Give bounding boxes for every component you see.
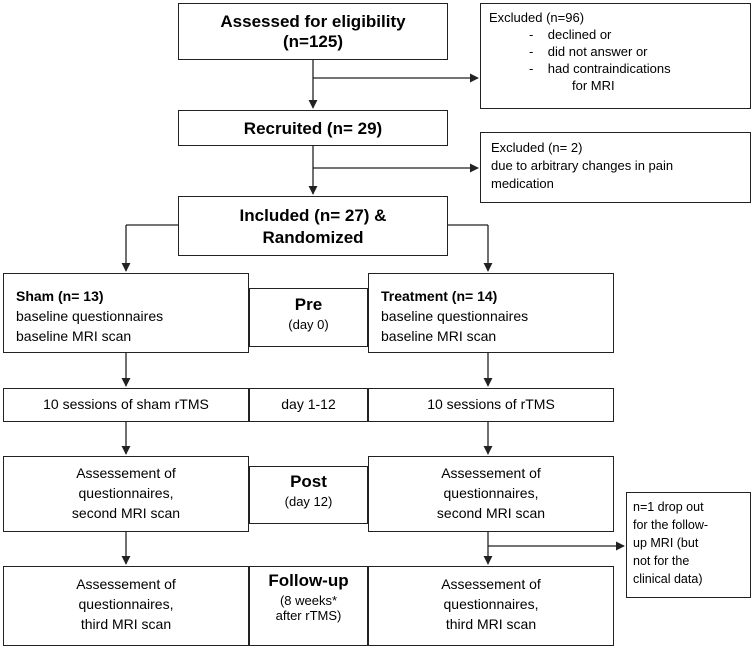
pre-sub: (day 0) xyxy=(288,317,329,332)
sham-post-line: second MRI scan xyxy=(71,505,181,521)
treatment-follow-line: third MRI scan xyxy=(445,616,537,632)
excluded2-box: Excluded (n= 2) due to arbitrary changes… xyxy=(480,132,751,203)
dropout-line: not for the xyxy=(633,554,690,568)
sham-sessions-label: 10 sessions of sham rTMS xyxy=(43,396,209,412)
post-title: Post xyxy=(290,472,327,491)
dropout-line: n=1 drop out xyxy=(633,500,704,514)
treatment-heading: Treatment (n= 14) xyxy=(381,288,498,304)
treatment-box: Treatment (n= 14) baseline questionnaire… xyxy=(368,273,614,353)
assessed-count: (n=125) xyxy=(283,32,343,51)
included-box: Included (n= 27) & Randomized xyxy=(178,196,448,256)
sham-follow-line: third MRI scan xyxy=(80,616,172,632)
treatment-post-box: Assessement of questionnaires, second MR… xyxy=(368,456,614,532)
sham-detail: baseline questionnaires xyxy=(16,308,164,324)
followup-title: Follow-up xyxy=(268,571,349,590)
excluded1-item: - had contraindications xyxy=(529,61,671,76)
excluded1-item: for MRI xyxy=(572,78,615,93)
treatment-follow-box: Assessement of questionnaires, third MRI… xyxy=(368,566,614,646)
sham-follow-line: questionnaires, xyxy=(78,596,174,612)
excluded1-title: Excluded (n=96) xyxy=(489,10,585,25)
treatment-detail: baseline MRI scan xyxy=(381,328,497,344)
treatment-post-line: questionnaires, xyxy=(443,485,539,501)
recruited-box: Recruited (n= 29) xyxy=(178,110,448,146)
post-sub: (day 12) xyxy=(284,494,333,509)
included-title: Included (n= 27) & xyxy=(239,206,387,225)
excluded2-reason: medication xyxy=(491,176,554,191)
sham-detail: baseline MRI scan xyxy=(16,328,132,344)
sham-box: Sham (n= 13) baseline questionnaires bas… xyxy=(3,273,249,353)
excluded1-item: - did not answer or xyxy=(529,44,648,59)
days-box: day 1-12 xyxy=(249,388,368,422)
treatment-follow-line: questionnaires, xyxy=(443,596,539,612)
post-box: Post (day 12) xyxy=(249,466,368,524)
recruited-title: Recruited (n= 29) xyxy=(243,119,383,138)
sham-post-line: Assessement of xyxy=(76,465,176,481)
pre-box: Pre (day 0) xyxy=(249,288,368,347)
pre-title: Pre xyxy=(294,295,323,314)
sham-post-line: questionnaires, xyxy=(78,485,174,501)
dropout-box: n=1 drop out for the follow- up MRI (but… xyxy=(626,492,751,598)
randomized-label: Randomized xyxy=(262,228,364,247)
treatment-sessions-label: 10 sessions of rTMS xyxy=(427,396,555,412)
sham-follow-box: Assessement of questionnaires, third MRI… xyxy=(3,566,249,646)
followup-box: Follow-up (8 weeks* after rTMS) xyxy=(249,566,368,646)
dropout-line: for the follow- xyxy=(633,518,709,532)
sham-follow-line: Assessement of xyxy=(76,576,176,592)
assessed-title: Assessed for eligibility xyxy=(220,12,406,31)
assessed-box: Assessed for eligibility (n=125) xyxy=(178,3,448,60)
excluded1-item: - declined or xyxy=(529,27,612,42)
excluded2-title: Excluded (n= 2) xyxy=(491,140,583,155)
excluded1-box: Excluded (n=96) - declined or - did not … xyxy=(480,3,751,109)
treatment-post-line: Assessement of xyxy=(441,465,541,481)
treatment-sessions-box: 10 sessions of rTMS xyxy=(368,388,614,422)
dropout-line: up MRI (but xyxy=(633,536,699,550)
treatment-post-line: second MRI scan xyxy=(436,505,546,521)
treatment-detail: baseline questionnaires xyxy=(381,308,529,324)
dropout-line: clinical data) xyxy=(633,572,703,586)
excluded2-reason: due to arbitrary changes in pain xyxy=(491,158,674,173)
sham-heading: Sham (n= 13) xyxy=(16,288,104,304)
followup-sub: (8 weeks* xyxy=(279,593,338,608)
treatment-follow-line: Assessement of xyxy=(441,576,541,592)
sham-post-box: Assessement of questionnaires, second MR… xyxy=(3,456,249,532)
sham-sessions-box: 10 sessions of sham rTMS xyxy=(3,388,249,422)
days-label: day 1-12 xyxy=(281,396,336,412)
followup-sub: after rTMS) xyxy=(275,608,342,623)
